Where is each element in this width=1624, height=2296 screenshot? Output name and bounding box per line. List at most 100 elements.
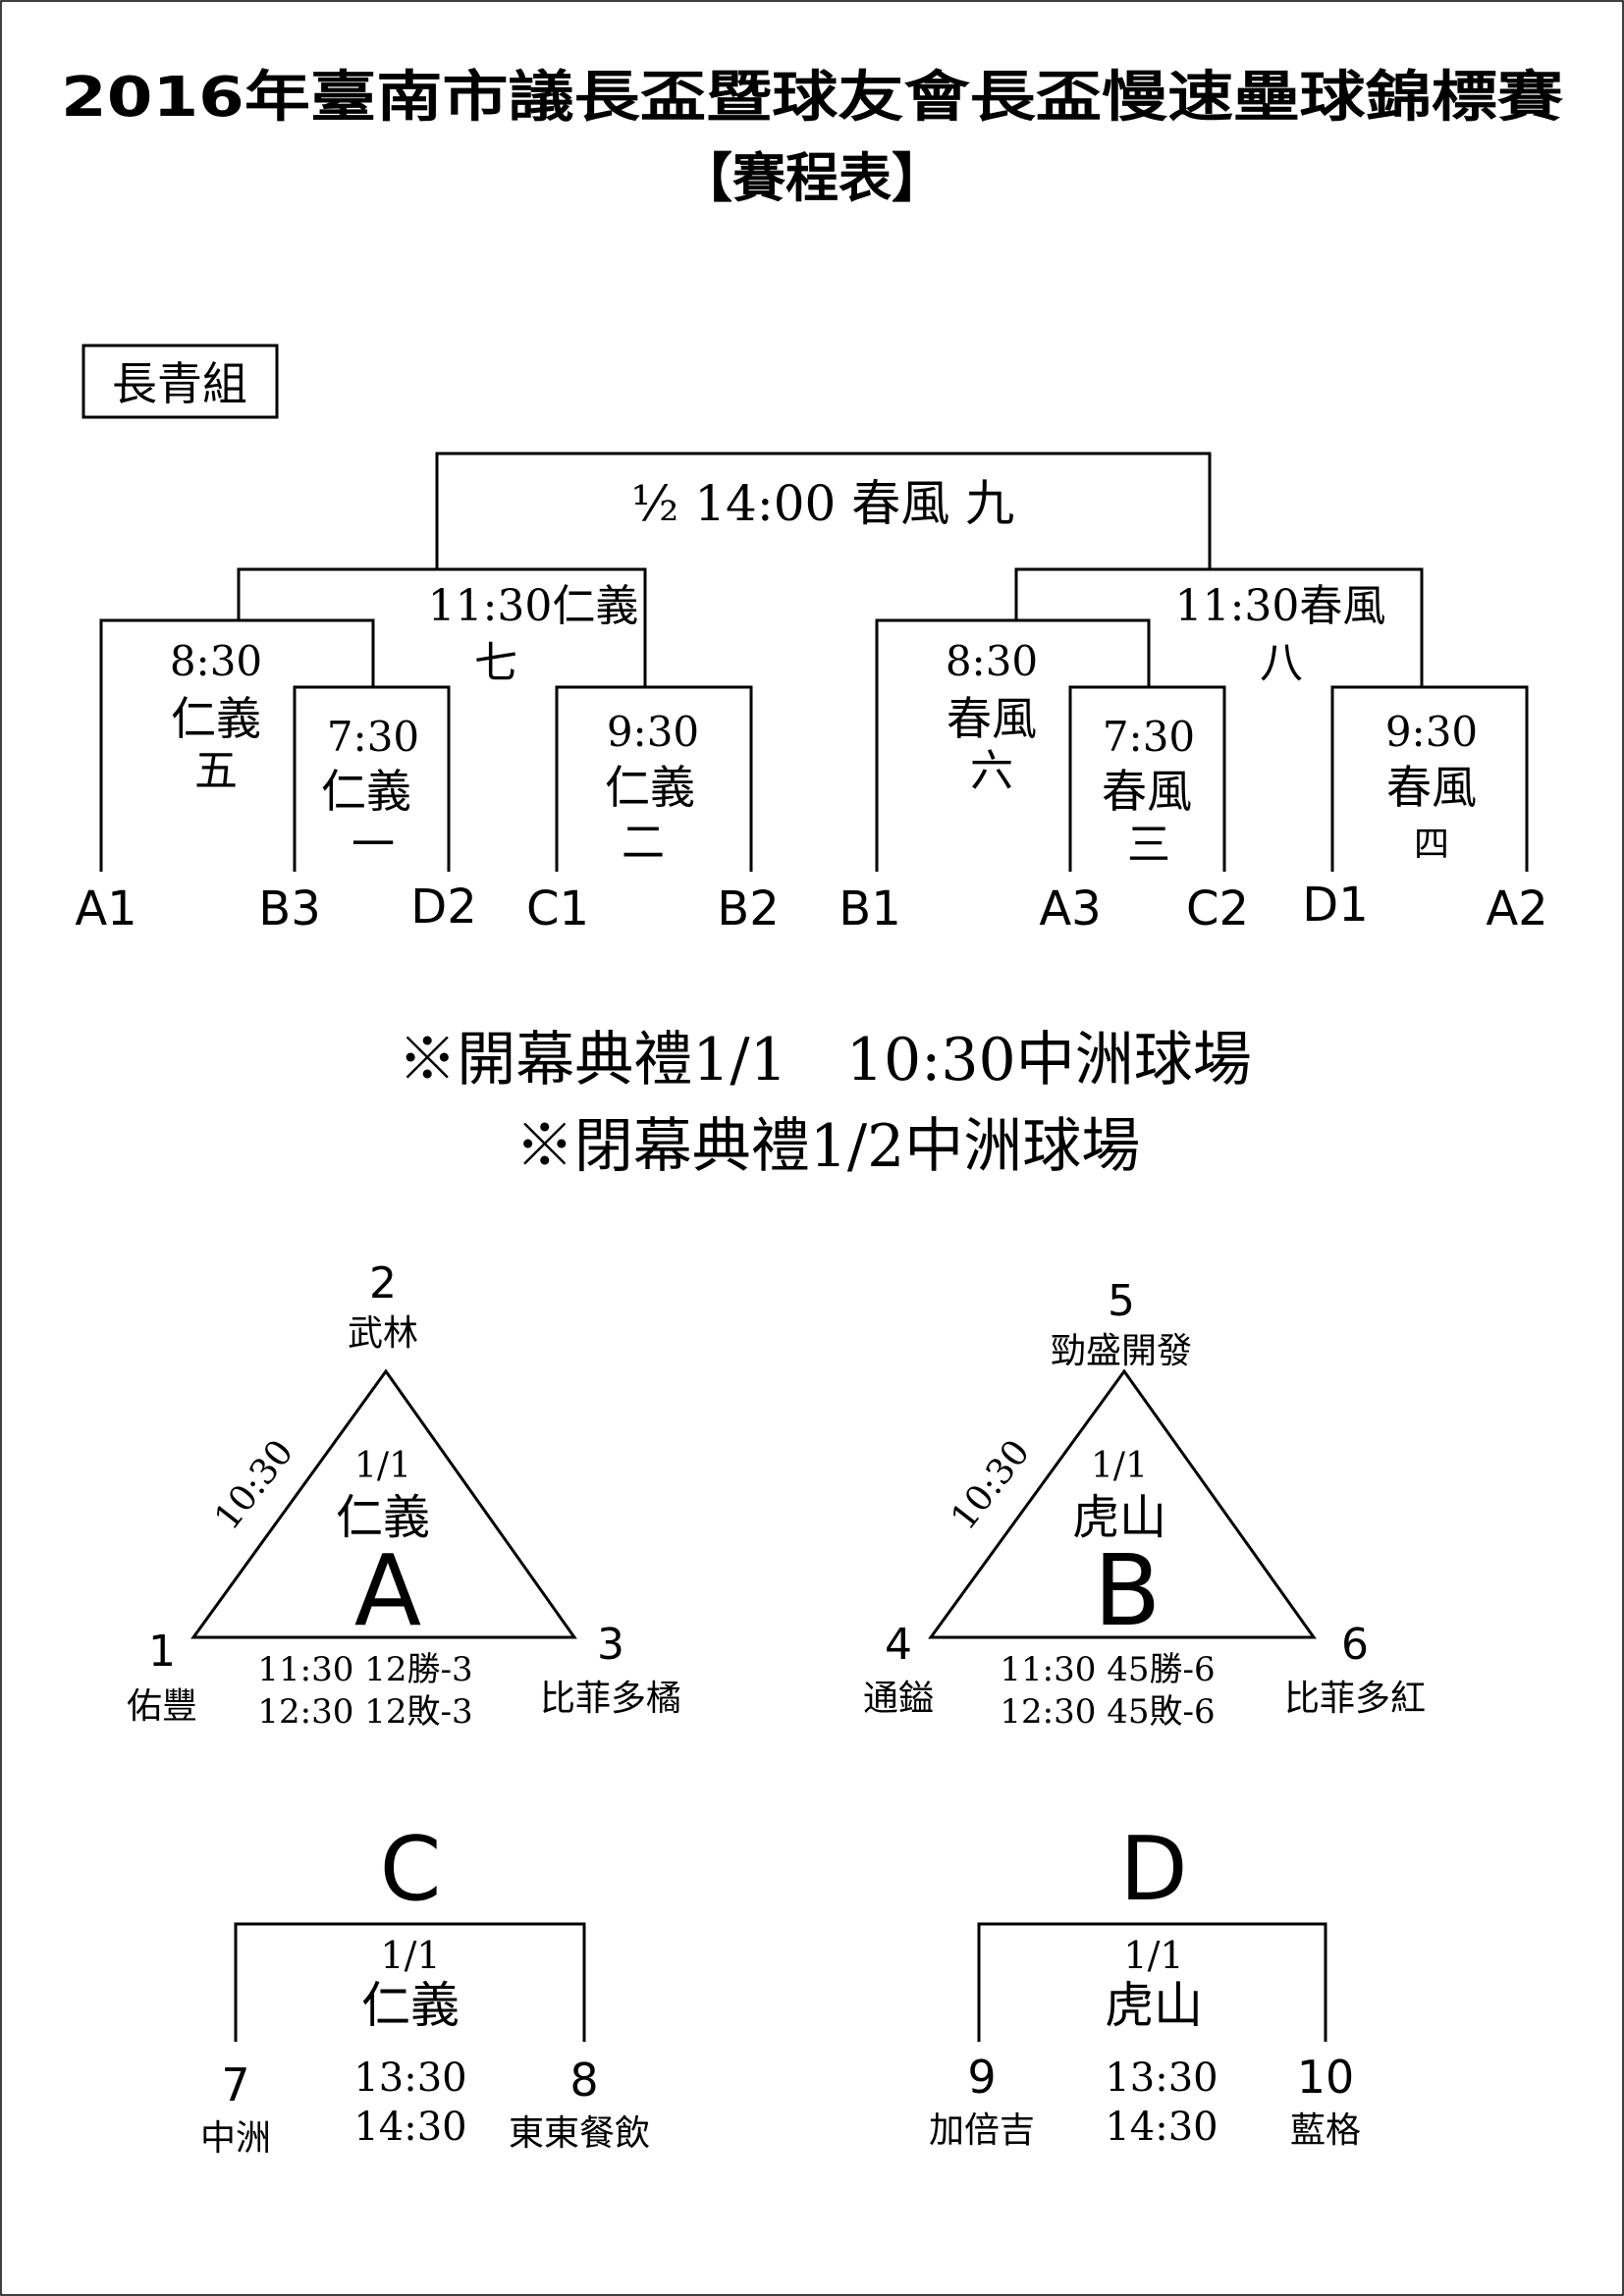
group-a-team-number: 2 [369, 1258, 397, 1308]
seed-label: D1 [1302, 878, 1369, 933]
quarter-right-b-venue: 春風 [1102, 765, 1192, 818]
group-c-team-name: 東東餐飲 [509, 2113, 650, 2154]
bracket-lines [99, 452, 1529, 872]
group-b-team-number: 5 [1108, 1276, 1135, 1326]
group-c-game-time: 13:30 [353, 2056, 466, 2101]
quarter-right-b-time: 7:30 [1103, 713, 1195, 761]
quarter-left-b-number: 一 [352, 820, 395, 870]
group-d-game-time: 14:30 [1105, 2105, 1218, 2150]
seed-label: A1 [75, 881, 136, 936]
group-d-date: 1/1 [1123, 1934, 1183, 1977]
semi-left-number: 七 [474, 638, 517, 688]
group-d-team-number: 10 [1297, 2051, 1355, 2104]
group-a-letter: A [354, 1533, 421, 1648]
quarter-left-a-time: 8:30 [170, 637, 262, 685]
quarter-left-a-line [99, 618, 375, 872]
quarter-right-c-line [1330, 685, 1529, 872]
group-c-letter: C [380, 1818, 442, 1921]
page-title: 2016年臺南市議長盃暨球友會長盃慢速壘球錦標賽 [61, 66, 1563, 130]
division-label: 長青組 [112, 357, 247, 410]
quarter-right-a-number: 六 [970, 746, 1013, 796]
group-d-team-number: 9 [967, 2051, 996, 2104]
group-a-team-number: 1 [148, 1627, 176, 1677]
group-c: C 1/1 仁義 7 中洲 8 東東餐飲 13:30 14:30 [200, 1818, 650, 2159]
group-a-date: 1/1 [354, 1446, 411, 1486]
seed-label: A3 [1039, 881, 1101, 936]
semi-left-bracket-line [237, 567, 647, 687]
quarter-left-c-number: 二 [622, 818, 665, 868]
group-c-game-time: 14:30 [353, 2105, 466, 2150]
semi-right-time: 11:30春風 [1175, 581, 1386, 631]
group-a-game: 12:30 12敗-3 [257, 1692, 472, 1732]
group-b-team-name: 勁盛開發 [1051, 1331, 1192, 1371]
quarter-right-a-line [875, 618, 1151, 872]
group-a-team-name: 武林 [348, 1313, 418, 1354]
seed-label: B2 [717, 881, 779, 936]
group-d-game-time: 13:30 [1105, 2056, 1218, 2101]
quarter-right-c-number: 四 [1414, 825, 1449, 865]
quarter-left-c-line [555, 685, 753, 872]
group-c-team-number: 7 [221, 2058, 249, 2111]
group-b-letter: B [1094, 1533, 1162, 1648]
group-a-team-name: 比菲多橘 [540, 1679, 681, 1719]
group-c-venue: 仁義 [361, 1977, 460, 2034]
quarter-right-a-time: 8:30 [946, 637, 1038, 685]
quarter-left-a-venue: 仁義 [171, 692, 261, 745]
semi-right-number: 八 [1260, 638, 1303, 688]
group-b-team-name: 通鎰 [863, 1679, 934, 1719]
seed-label: C1 [526, 881, 589, 936]
quarter-left-a-number: 五 [194, 746, 238, 796]
seed-label: B3 [258, 881, 320, 936]
quarter-right-c-time: 9:30 [1385, 708, 1478, 756]
quarter-right-a-venue: 春風 [947, 692, 1037, 745]
group-b-game: 12:30 45敗-6 [1000, 1692, 1215, 1732]
group-c-team-number: 8 [569, 2054, 598, 2107]
seed-label: C2 [1186, 881, 1249, 936]
quarter-left-b-time: 7:30 [327, 713, 419, 761]
group-a: 2 武林 1 佑豐 3 比菲多橘 1/1 仁義 A 10:30 11:30 12… [127, 1258, 681, 1732]
group-b-venue: 虎山 [1072, 1490, 1166, 1545]
quarter-left-c-venue: 仁義 [605, 761, 695, 814]
quarter-left-c-time: 9:30 [607, 708, 699, 756]
group-a-game: 11:30 12勝-3 [257, 1650, 472, 1689]
quarter-right-c-venue: 春風 [1386, 761, 1477, 814]
group-c-date: 1/1 [380, 1934, 440, 1977]
group-d: D 1/1 虎山 9 加倍吉 10 藍格 13:30 14:30 [929, 1818, 1361, 2151]
quarter-right-b-number: 三 [1127, 820, 1170, 870]
group-b-team-number: 4 [885, 1620, 912, 1670]
group-b-team-number: 6 [1341, 1620, 1369, 1670]
final-game-label: ½ 14:00 春風 九 [631, 475, 1014, 532]
group-a-side-time: 10:30 [207, 1432, 301, 1537]
group-c-team-name: 中洲 [200, 2118, 271, 2159]
seed-labels: A1 B3 D2 C1 B2 B1 A3 C2 D1 A2 [75, 878, 1547, 936]
quarter-left-b-venue: 仁義 [321, 765, 411, 818]
group-b-game: 11:30 45勝-6 [1000, 1650, 1215, 1689]
group-b-team-name: 比菲多紅 [1284, 1679, 1426, 1719]
group-d-team-name: 加倍吉 [929, 2110, 1035, 2151]
division-box [81, 344, 279, 419]
final-bracket-line [435, 452, 1212, 569]
seed-label: A2 [1486, 881, 1547, 936]
semi-left-time: 11:30仁義 [428, 581, 639, 631]
seed-label: D2 [410, 880, 477, 934]
group-d-venue: 虎山 [1105, 1977, 1203, 2034]
group-a-team-name: 佑豐 [127, 1686, 197, 1727]
group-b: 5 勁盛開發 4 通鎰 6 比菲多紅 1/1 虎山 B 10:30 11:30 … [863, 1276, 1426, 1732]
opening-ceremony-note: ※開幕典禮1/1 10:30中洲球場 [398, 1026, 1251, 1095]
group-b-triangle [928, 1368, 1317, 1639]
group-c-bracket-line [234, 1922, 586, 2042]
group-d-team-name: 藍格 [1290, 2110, 1361, 2151]
group-d-bracket-line [977, 1922, 1327, 2042]
quarter-right-b-line [1068, 685, 1226, 872]
group-d-letter: D [1119, 1818, 1187, 1921]
group-b-side-time: 10:30 [944, 1432, 1038, 1537]
group-b-date: 1/1 [1091, 1446, 1148, 1486]
group-a-venue: 仁義 [336, 1490, 430, 1545]
group-a-triangle [190, 1368, 577, 1639]
group-a-team-number: 3 [597, 1620, 624, 1670]
page-subtitle: 【賽程表】 [679, 147, 945, 209]
semi-right-bracket-line [1014, 567, 1424, 687]
